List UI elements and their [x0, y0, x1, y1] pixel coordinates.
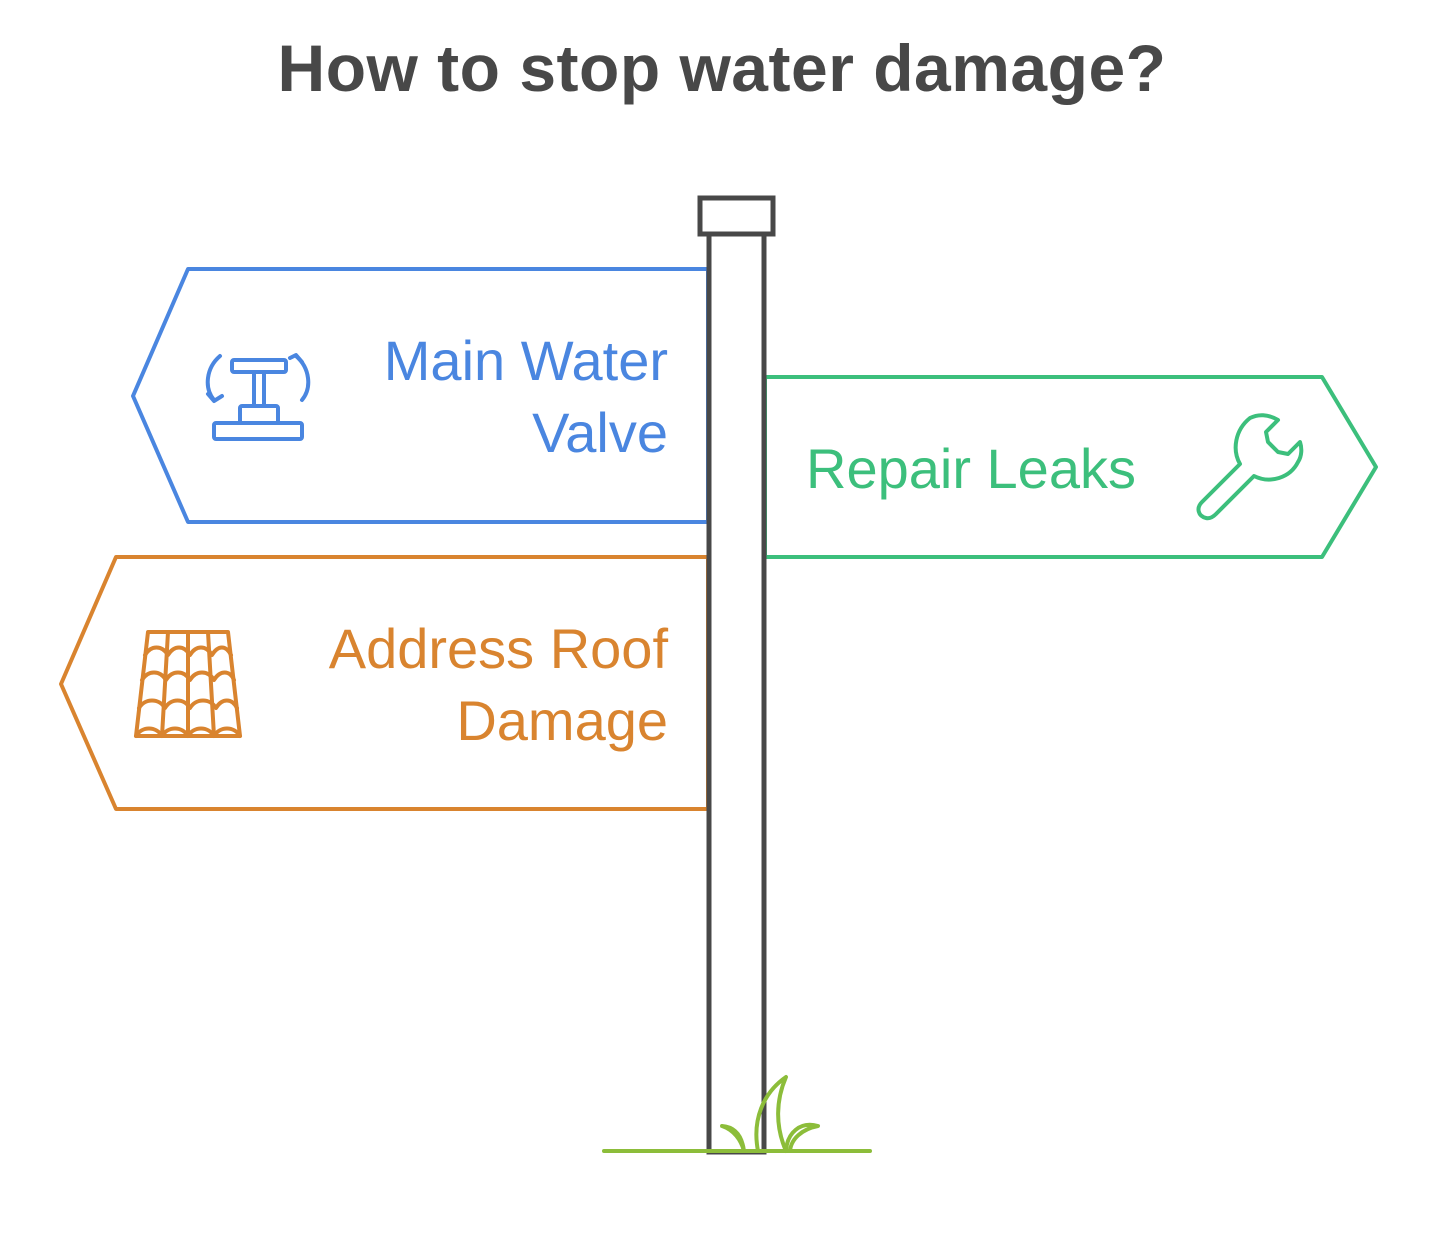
- post-pole: [706, 231, 767, 1155]
- sign-roof-label-line-2: Damage: [456, 689, 668, 752]
- sign-leaks-label: Repair Leaks: [806, 433, 1166, 505]
- grass-icon: [720, 1075, 820, 1153]
- sign-valve-label-line-2: Valve: [532, 401, 668, 464]
- sign-roof-label: Address Roof Damage: [260, 613, 668, 757]
- sign-valve-label-line-1: Main Water: [383, 329, 668, 392]
- sign-valve-label: Main Water Valve: [330, 325, 668, 469]
- wrench-icon: [1196, 413, 1304, 521]
- roof-tiles-icon: [134, 630, 242, 738]
- sign-leaks-label-line-1: Repair Leaks: [806, 437, 1136, 500]
- valve-icon: [205, 353, 311, 441]
- post-cap: [697, 195, 776, 237]
- page-title: How to stop water damage?: [277, 31, 1167, 105]
- sign-roof-label-line-1: Address Roof: [328, 617, 668, 680]
